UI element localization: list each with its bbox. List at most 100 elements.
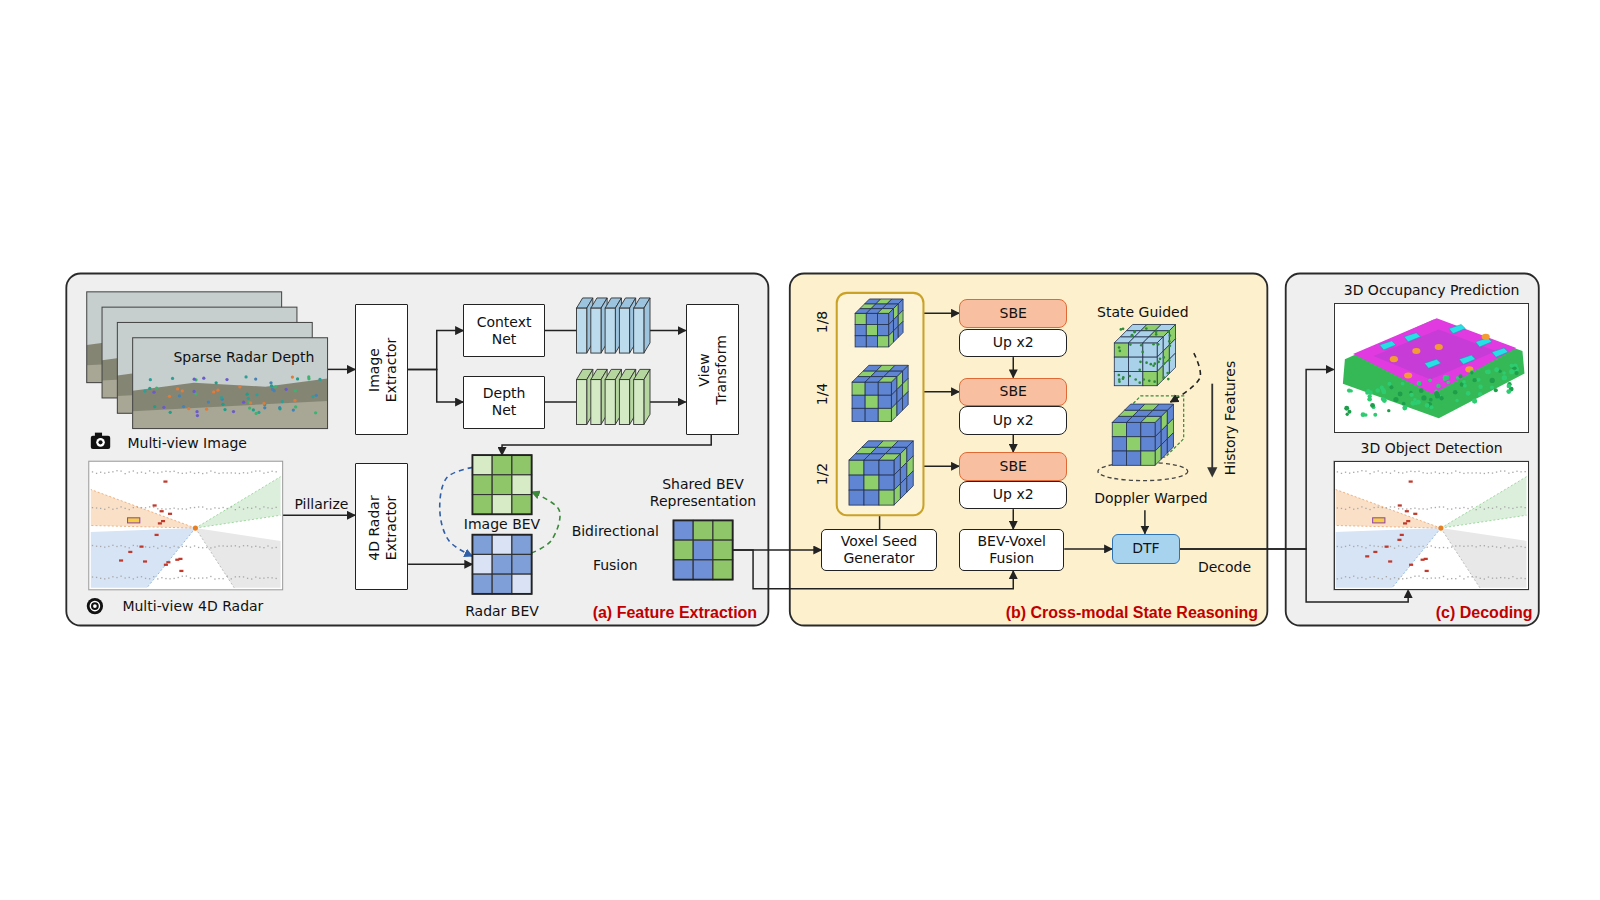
- radar-return: [1459, 545, 1460, 546]
- radar-return: [116, 470, 117, 471]
- radar-return: [178, 546, 179, 547]
- radar-icon: [93, 604, 97, 608]
- feature-slice: [644, 298, 650, 353]
- bev-cell: [693, 520, 713, 540]
- state-point: [1128, 375, 1131, 378]
- state-point: [1157, 361, 1160, 364]
- plot-ground: [1334, 461, 1529, 590]
- radar-depth-point: [255, 393, 258, 396]
- camera-icon: [91, 436, 110, 449]
- state-point: [1163, 376, 1166, 379]
- radar-return: [1476, 546, 1477, 547]
- label-holder: Doppler Warped: [1094, 489, 1208, 506]
- radar-return: [1365, 547, 1366, 548]
- connector: [1013, 435, 1015, 452]
- radar-return: [1406, 471, 1407, 472]
- voxel-cell: [1141, 451, 1155, 465]
- label-holder: Bidirectional Fusion: [565, 514, 665, 582]
- radar-return: [1508, 507, 1509, 508]
- occ-vegetation-point: [1478, 385, 1482, 389]
- target-point: [143, 560, 147, 562]
- label-holder: State Guided: [1097, 304, 1189, 321]
- radar-return: [133, 470, 134, 471]
- radar-return: [190, 471, 191, 472]
- radar-return: [1488, 546, 1489, 547]
- radar-return: [206, 508, 207, 509]
- voxel-cube: 1/2: [849, 441, 913, 505]
- radar-return: [133, 507, 134, 508]
- state-point: [1141, 351, 1144, 354]
- voxel-cube: State Guided: [1097, 302, 1194, 388]
- node-label: 1/2: [814, 463, 831, 486]
- radar-return: [1349, 472, 1350, 473]
- label-holder: Decode: [1198, 559, 1251, 576]
- radar-return: [1394, 506, 1395, 507]
- radar-return: [1488, 507, 1489, 508]
- radar-return: [1422, 508, 1423, 509]
- figure-ground: [1334, 303, 1529, 433]
- radar-return: [153, 576, 154, 577]
- feature-slice: [634, 308, 644, 353]
- state-point: [1155, 333, 1158, 336]
- occ-vegetation-point: [1470, 370, 1474, 374]
- radar-plot-figure: [89, 461, 283, 590]
- voxel-cell: [849, 475, 864, 490]
- target-point: [168, 513, 172, 515]
- radar-return: [1496, 577, 1497, 578]
- radar-return: [1520, 506, 1521, 507]
- occ-vegetation-point: [1459, 374, 1463, 378]
- radar-return: [1418, 546, 1419, 547]
- dtf-box: DTF: [1112, 534, 1179, 565]
- radar-return: [153, 472, 154, 473]
- occ-vegetation-point: [1425, 403, 1430, 408]
- label-holder: Multi-view Image: [128, 434, 247, 451]
- target-point: [178, 558, 182, 560]
- warp-ghost: [1122, 396, 1183, 457]
- radar-return: [235, 472, 236, 473]
- target-point: [161, 520, 165, 522]
- target-point: [160, 510, 164, 512]
- bev-cell: [492, 535, 512, 555]
- state-point: [1152, 343, 1155, 346]
- radar-return: [1476, 509, 1477, 510]
- radar-depth-point: [254, 377, 257, 380]
- state-point: [1168, 340, 1171, 343]
- radar-depth-point: [155, 387, 158, 390]
- feature-slice: [577, 308, 587, 353]
- radar-return: [1471, 506, 1472, 507]
- node-label: Voxel Seed Generator: [829, 533, 929, 567]
- radar-return: [149, 547, 150, 548]
- radar-icon: [90, 602, 99, 611]
- radar-return: [1439, 506, 1440, 507]
- free-label: History Features: [1221, 361, 1238, 475]
- radar-return: [276, 547, 277, 548]
- bev-outline: [673, 520, 732, 579]
- bev-cell: [492, 455, 512, 475]
- occupancy-figure: 3D Occupancy Prediction: [1334, 303, 1529, 433]
- radar-return: [112, 576, 113, 577]
- target-point: [1385, 546, 1389, 548]
- radar-ray: [195, 515, 280, 528]
- occ-object: [1482, 334, 1490, 340]
- radar-return: [1463, 546, 1464, 547]
- radar-return: [231, 472, 232, 473]
- radar-return: [235, 545, 236, 546]
- occ-vegetation-point: [1472, 399, 1477, 404]
- voxel-cell: [1143, 371, 1157, 385]
- radar-ray: [1441, 528, 1480, 588]
- radar-return: [1402, 578, 1403, 579]
- sbe-box: SBE: [959, 378, 1067, 407]
- occ-object: [1404, 372, 1412, 378]
- radar-return: [129, 577, 130, 578]
- radar-return: [1439, 577, 1440, 578]
- radar-return: [1369, 577, 1370, 578]
- voxel-cell: [1141, 437, 1155, 451]
- radar-return: [239, 473, 240, 474]
- radar-return: [194, 473, 195, 474]
- radar-return: [153, 546, 154, 547]
- voxel-cell: [1155, 445, 1161, 465]
- radar-return: [169, 471, 170, 472]
- camera-icon: [96, 438, 105, 447]
- radar-return: [1500, 508, 1501, 509]
- radar-return: [1402, 508, 1403, 509]
